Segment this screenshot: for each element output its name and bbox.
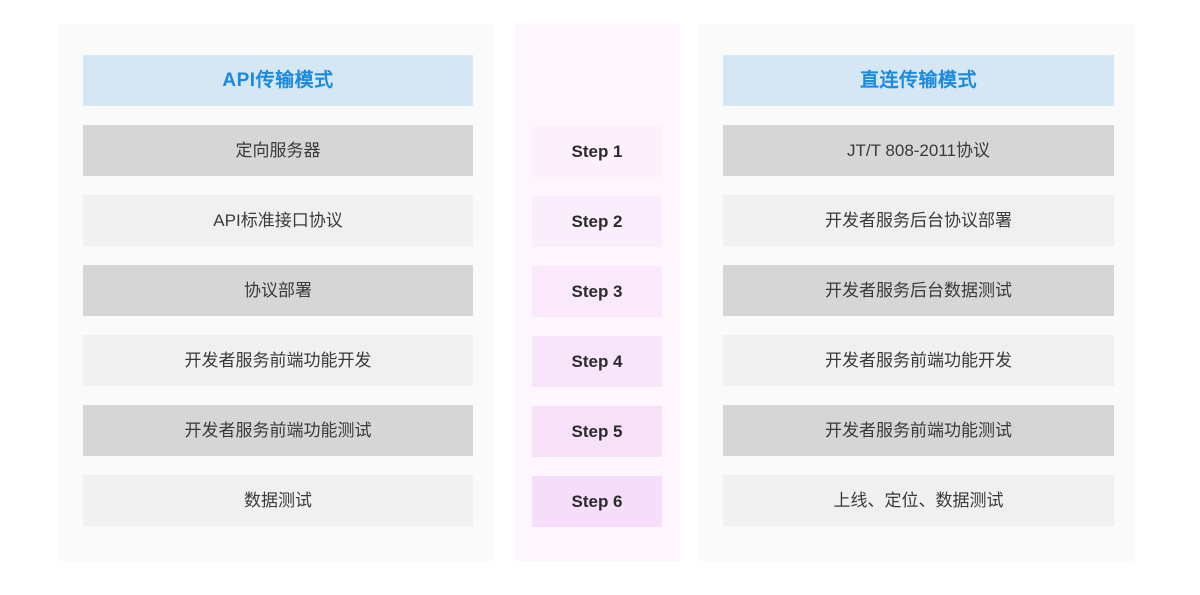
process-step-row[interactable]: 开发者服务前端功能测试 (723, 405, 1114, 456)
process-step-row[interactable]: 开发者服务前端功能测试 (83, 405, 473, 456)
process-step-row[interactable]: 开发者服务后台数据测试 (723, 265, 1114, 316)
process-step-row[interactable]: API标准接口协议 (83, 195, 473, 246)
step-badge[interactable]: Step 6 (532, 476, 662, 527)
column-direct-mode-stack: 直连传输模式 JT/T 808-2011协议 开发者服务后台协议部署 开发者服务… (723, 55, 1114, 526)
step-badge[interactable]: Step 2 (532, 196, 662, 247)
process-step-row[interactable]: 协议部署 (83, 265, 473, 316)
step-badge[interactable]: Step 4 (532, 336, 662, 387)
process-step-row[interactable]: JT/T 808-2011协议 (723, 125, 1114, 176)
process-step-row[interactable]: 上线、定位、数据测试 (723, 475, 1114, 526)
process-step-row[interactable]: 开发者服务前端功能开发 (723, 335, 1114, 386)
process-step-row[interactable]: 数据测试 (83, 475, 473, 526)
column-direct-mode: 直连传输模式 JT/T 808-2011协议 开发者服务后台协议部署 开发者服务… (698, 24, 1135, 561)
step-badge[interactable]: Step 3 (532, 266, 662, 317)
step-badge[interactable]: Step 1 (532, 126, 662, 177)
column-header-direct-mode: 直连传输模式 (723, 55, 1114, 106)
step-badge[interactable]: Step 5 (532, 406, 662, 457)
column-api-mode-stack: API传输模式 定向服务器 API标准接口协议 协议部署 开发者服务前端功能开发… (83, 55, 473, 526)
column-step-labels: Step 1 Step 2 Step 3 Step 4 Step 5 Step … (515, 24, 680, 561)
process-step-row[interactable]: 定向服务器 (83, 125, 473, 176)
process-step-row[interactable]: 开发者服务前端功能开发 (83, 335, 473, 386)
column-header-api-mode: API传输模式 (83, 55, 473, 106)
column-step-labels-stack: Step 1 Step 2 Step 3 Step 4 Step 5 Step … (532, 126, 662, 527)
column-api-mode: API传输模式 定向服务器 API标准接口协议 协议部署 开发者服务前端功能开发… (58, 24, 494, 561)
process-step-row[interactable]: 开发者服务后台协议部署 (723, 195, 1114, 246)
